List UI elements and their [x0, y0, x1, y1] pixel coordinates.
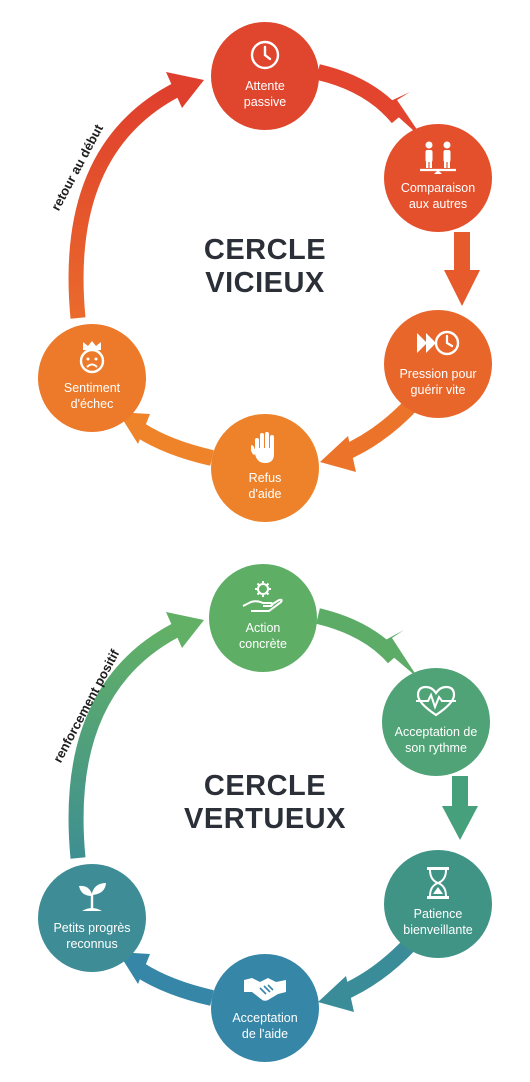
node-label: Acceptation de l'aide	[232, 1011, 298, 1041]
vicious-circle-diagram: retour au début CERCLE VICIEUX Attente p…	[0, 0, 530, 540]
arrow-patience-to-acceptation-aide	[336, 938, 416, 1002]
clock-icon	[211, 38, 319, 72]
hand-gear-icon	[209, 580, 317, 614]
arrow-head-pression-to-refus	[320, 436, 356, 472]
node-label: Action concrète	[239, 621, 287, 651]
vicious-cycle-arrows	[68, 64, 480, 472]
hourglass-icon	[384, 866, 492, 900]
node-pression-pour-guerir-vite: Pression pour guérir vite	[384, 310, 492, 418]
arrow-action-to-acceptation-rythme	[316, 608, 401, 664]
handshake-icon	[211, 970, 319, 1004]
arrow-head-patience-to-acceptation-aide	[318, 976, 354, 1012]
arrow-refus-to-sentiment	[135, 423, 214, 466]
arrow-head-action-to-acceptation-rythme	[378, 630, 418, 678]
arrow-head-rythme-to-patience	[442, 806, 478, 840]
node-label: Acceptation de son rythme	[394, 725, 478, 755]
node-acceptation-de-son-rythme: Acceptation de son rythme	[382, 668, 490, 776]
node-label: Comparaison aux autres	[400, 181, 476, 211]
node-comparaison-aux-autres: Comparaison aux autres	[384, 124, 492, 232]
node-refus-daide: Refus d'aide	[211, 414, 319, 522]
raised-hand-icon	[211, 430, 319, 464]
arrow-aide-to-petits-progres	[135, 963, 214, 1006]
node-sentiment-dechec: Sentiment d'échec	[38, 324, 146, 432]
fast-forward-clock-icon	[384, 326, 492, 360]
arrow-progres-to-action	[68, 623, 180, 859]
node-label: Pression pour guérir vite	[399, 367, 477, 397]
node-label: Refus d'aide	[248, 471, 282, 501]
virtuous-title: CERCLE VERTUEUX	[165, 770, 365, 836]
vicious-title: CERCLE VICIEUX	[165, 234, 365, 300]
arrow-head-sentiment-to-attente	[166, 72, 204, 108]
arrow-attente-to-comparaison	[316, 64, 405, 124]
arrow-pression-to-refus	[338, 398, 418, 462]
node-petits-progres-reconnus: Petits progrès reconnus	[38, 864, 146, 972]
node-acceptation-de-laide: Acceptation de l'aide	[211, 954, 319, 1062]
node-label: Patience bienveillante	[403, 907, 473, 937]
seedling-icon	[38, 880, 146, 914]
virtuous-title-line1: CERCLE	[203, 770, 327, 802]
node-attente-passive: Attente passive	[211, 22, 319, 130]
virtuous-title-line2: VERTUEUX	[184, 803, 346, 835]
node-label: Attente passive	[243, 79, 287, 109]
vicious-title-line1: CERCLE	[203, 234, 327, 266]
node-label: Petits progrès reconnus	[53, 921, 131, 951]
node-label: Sentiment d'échec	[63, 381, 121, 411]
virtuous-cycle-arrows	[68, 608, 478, 1012]
node-patience-bienveillante: Patience bienveillante	[384, 850, 492, 958]
arrow-head-refus-to-sentiment	[118, 412, 150, 444]
sad-crowned-face-icon	[38, 340, 146, 374]
arrow-head-progres-to-action	[166, 612, 204, 648]
vicious-title-line2: VICIEUX	[205, 267, 325, 299]
heart-pulse-icon	[382, 684, 490, 718]
arrow-sentiment-to-attente	[68, 83, 180, 319]
arrow-head-comparaison-to-pression	[444, 270, 480, 306]
node-action-concrete: Action concrète	[209, 564, 317, 672]
arrow-head-aide-to-petits-progres	[118, 952, 150, 984]
virtuous-circle-diagram: renforcement positif CERCLE VERTUEUX Act…	[0, 540, 530, 1082]
people-balance-icon	[384, 140, 492, 174]
arrow-head-attente-to-comparaison	[384, 92, 424, 140]
